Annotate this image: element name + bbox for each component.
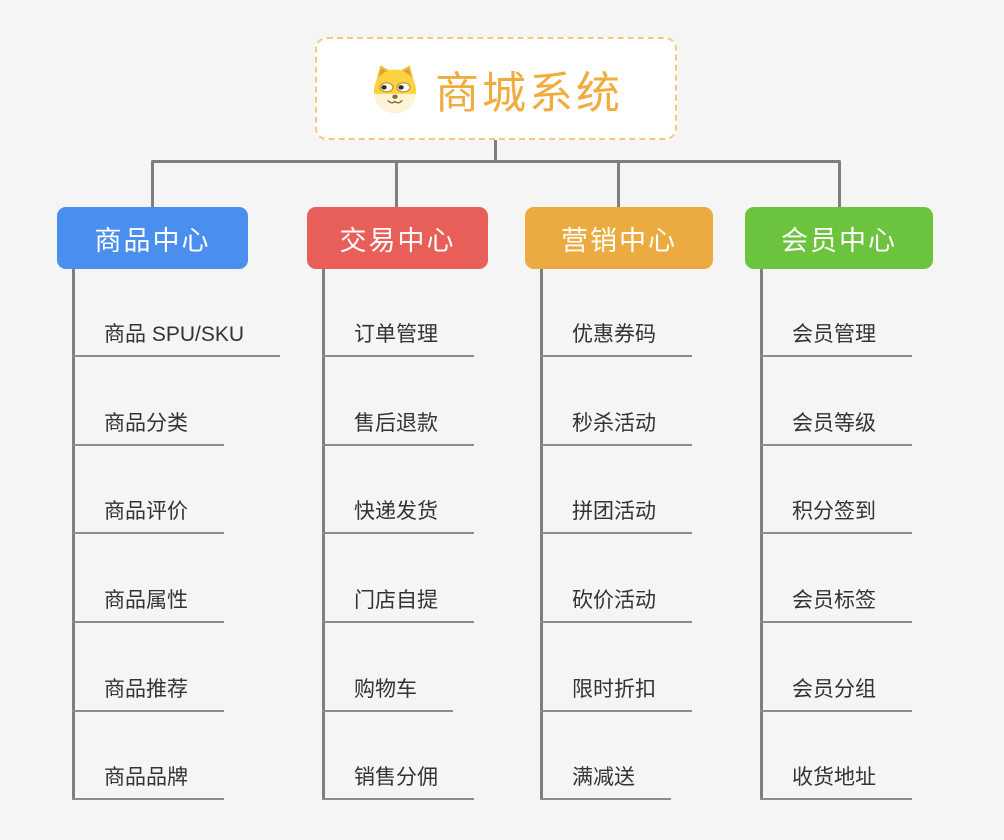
- subtopic[interactable]: 积分签到: [760, 499, 912, 534]
- branch-topic-product-center[interactable]: 商品中心: [57, 207, 248, 269]
- subtopic[interactable]: 会员标签: [760, 588, 912, 623]
- connector-root-trunk: [494, 140, 497, 162]
- connector-drop-line: [617, 162, 620, 207]
- connector-branch-trunk: [540, 269, 543, 800]
- subtopic[interactable]: 限时折扣: [540, 677, 692, 712]
- doge-icon: [369, 63, 421, 115]
- subtopic[interactable]: 会员等级: [760, 411, 912, 446]
- subtopic[interactable]: 砍价活动: [540, 588, 692, 623]
- branch-member-center: 会员中心 会员管理 会员等级 积分签到 会员标签 会员分组 收货地址: [745, 207, 933, 800]
- connector-drop-line: [838, 162, 841, 207]
- connector-branch-trunk: [72, 269, 75, 800]
- connector-branch-trunk: [760, 269, 763, 800]
- connector-drop-line: [151, 162, 154, 207]
- subtopic[interactable]: 购物车: [322, 677, 453, 712]
- subtopic[interactable]: 会员分组: [760, 677, 912, 712]
- connector-horizontal-bar: [151, 160, 841, 163]
- subtopic[interactable]: 快递发货: [322, 499, 474, 534]
- subtopic[interactable]: 优惠券码: [540, 322, 692, 357]
- subtopic[interactable]: 销售分佣: [322, 765, 474, 800]
- subtopic[interactable]: 拼团活动: [540, 499, 692, 534]
- connector-branch-trunk: [322, 269, 325, 800]
- branch-topic-trade-center[interactable]: 交易中心: [307, 207, 488, 269]
- root-topic-label: 商城系统: [435, 68, 623, 118]
- branch-marketing-center: 营销中心 优惠券码 秒杀活动 拼团活动 砍价活动 限时折扣 满减送: [525, 207, 713, 800]
- branch-topic-marketing-center[interactable]: 营销中心: [525, 207, 713, 269]
- subtopic[interactable]: 商品评价: [72, 499, 224, 534]
- subtopic[interactable]: 会员管理: [760, 322, 912, 357]
- connector-drop-line: [395, 162, 398, 207]
- branch-product-center: 商品中心 商品 SPU/SKU 商品分类 商品评价 商品属性 商品推荐 商品品牌: [57, 207, 281, 800]
- subtopic[interactable]: 收货地址: [760, 765, 912, 800]
- subtopic[interactable]: 商品推荐: [72, 677, 224, 712]
- root-topic[interactable]: 商城系统: [315, 37, 677, 140]
- branch-trade-center: 交易中心 订单管理 售后退款 快递发货 门店自提 购物车 销售分佣: [307, 207, 488, 800]
- subtopic[interactable]: 秒杀活动: [540, 411, 692, 446]
- subtopic[interactable]: 商品分类: [72, 411, 224, 446]
- subtopic[interactable]: 订单管理: [322, 322, 474, 357]
- subtopic[interactable]: 满减送: [540, 765, 671, 800]
- subtopic[interactable]: 门店自提: [322, 588, 474, 623]
- subtopic[interactable]: 商品 SPU/SKU: [72, 322, 281, 357]
- subtopic[interactable]: 商品属性: [72, 588, 224, 623]
- branch-topic-member-center[interactable]: 会员中心: [745, 207, 933, 269]
- subtopic[interactable]: 售后退款: [322, 411, 474, 446]
- subtopic[interactable]: 商品品牌: [72, 765, 224, 800]
